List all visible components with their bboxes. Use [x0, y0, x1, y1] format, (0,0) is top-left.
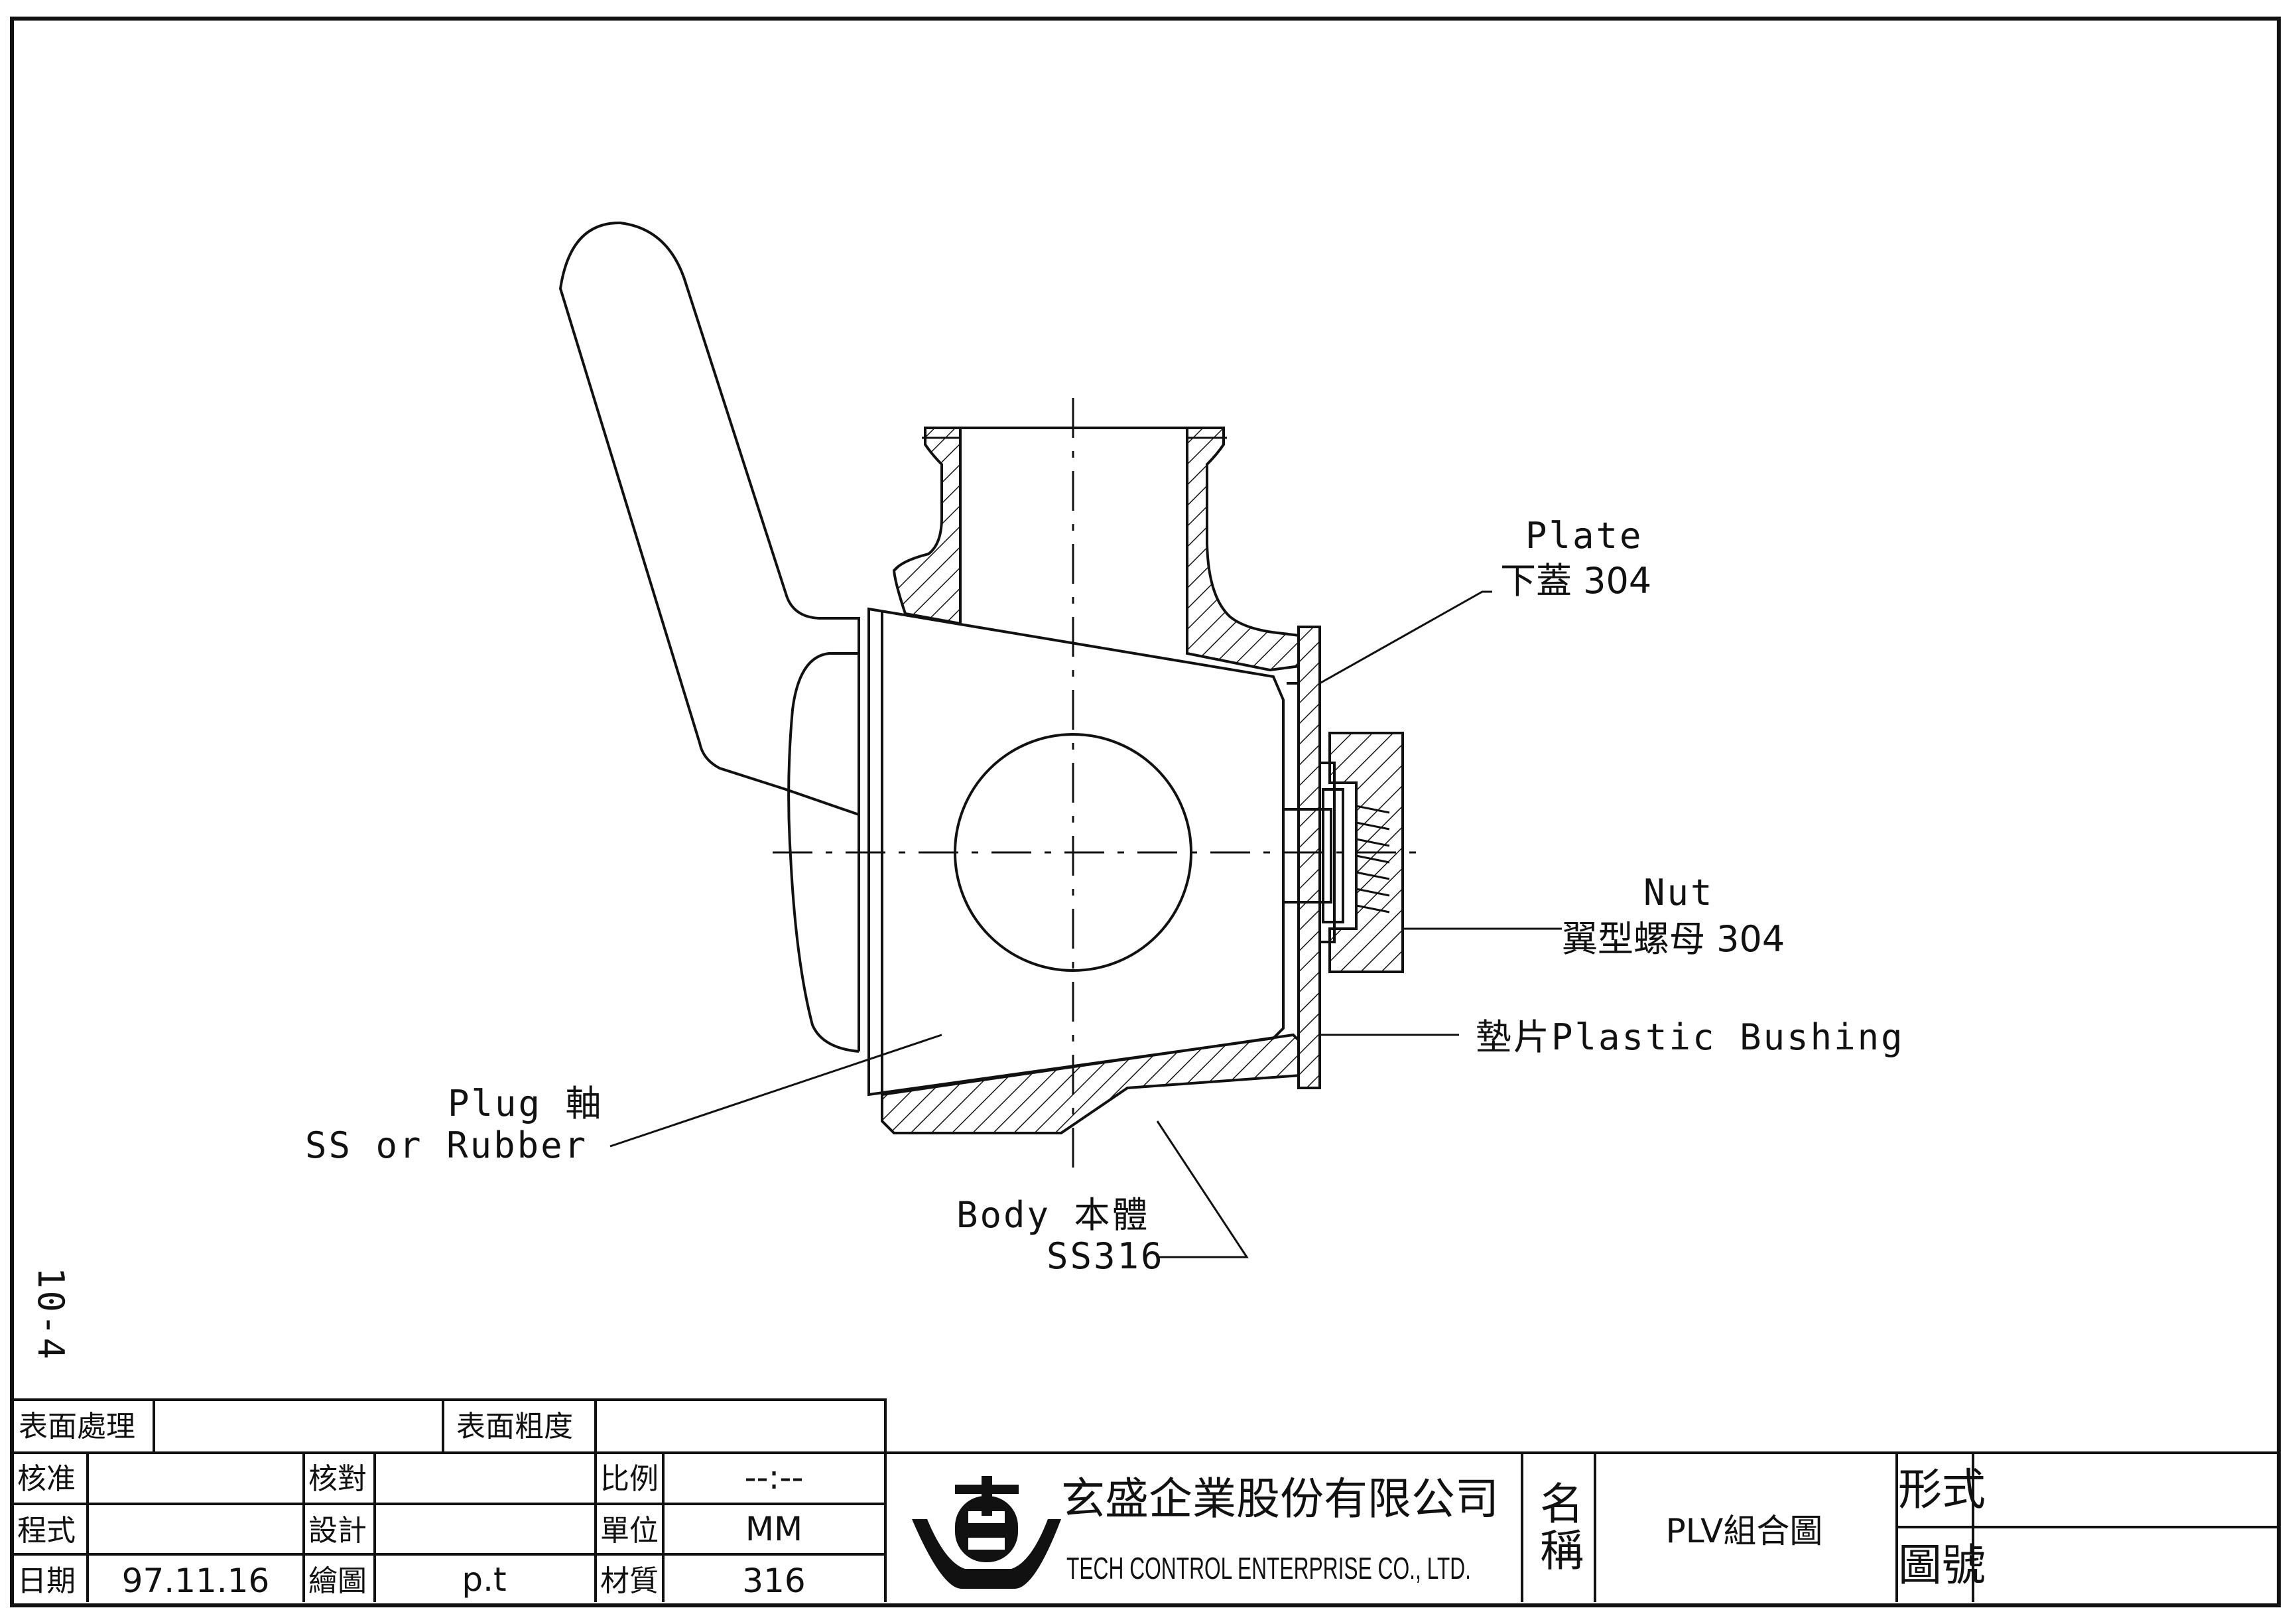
approve-label: 核准 [17, 1462, 76, 1496]
company-name-cn: 玄盛企業股份有限公司 [1061, 1473, 1499, 1524]
date-label: 日期 [17, 1564, 76, 1598]
title-block: 表面處理 表面粗度 核准 核對 比例 --:-- 程式 設計 單位 MM 日期 … [12, 1398, 2279, 1602]
plug-body [867, 607, 1285, 1097]
leader-lines [609, 590, 1562, 1258]
material-label: 材質 [600, 1564, 659, 1598]
surface-roughness-label: 表面粗度 [456, 1410, 573, 1444]
company-logo [912, 1476, 1061, 1589]
drawing-no-label: 圖號 [1898, 1540, 1986, 1591]
plate-label-cn: 下蓋 304 [1500, 560, 1651, 602]
handle-lever [558, 221, 860, 817]
material-value: 316 [742, 1562, 805, 1600]
name-label-1: 名 [1540, 1479, 1584, 1530]
inlet-pipe-right-wall [1186, 427, 1311, 672]
scale-value: --:-- [744, 1458, 803, 1497]
plug-cap [787, 652, 860, 1053]
body-label-line1: Body 本體 [956, 1194, 1150, 1236]
date-value: 97.11.16 [122, 1562, 270, 1600]
plate-label-en: Plate [1525, 515, 1643, 557]
body-label-line2: SS316 [1047, 1235, 1165, 1277]
drawn-value: p.t [462, 1560, 506, 1599]
company-name-en: TECH CONTROL ENTERPRISE CO., LTD. [1066, 1551, 1471, 1585]
surface-treatment-label: 表面處理 [19, 1410, 135, 1444]
sheet-border [10, 17, 2281, 1607]
scale-label: 比例 [600, 1462, 659, 1496]
check-label: 核對 [308, 1462, 367, 1496]
valve-assembly [558, 221, 1419, 1168]
design-label: 設計 [308, 1514, 367, 1548]
plug-label-line1: Plug 軸 [448, 1083, 604, 1124]
process-label: 程式 [17, 1514, 76, 1548]
bushing-label: 墊片Plastic Bushing [1476, 1016, 1905, 1058]
plate [1297, 626, 1321, 1089]
unit-value: MM [745, 1510, 802, 1548]
inlet-pipe-left-wall [892, 427, 962, 626]
nut-label-en: Nut [1643, 872, 1714, 913]
thread [1356, 805, 1390, 913]
drawing-name: PLV組合圖 [1666, 1512, 1823, 1550]
name-label-2: 稱 [1540, 1525, 1584, 1576]
plug-label-line2: SS or Rubber [305, 1124, 588, 1166]
nut-label-cn: 翼型螺母 304 [1562, 918, 1785, 960]
type-label: 形式 [1898, 1464, 1986, 1515]
sheet-number: 10-4 [30, 1267, 72, 1361]
unit-label: 單位 [600, 1514, 659, 1548]
drawn-label: 繪圖 [308, 1564, 367, 1598]
shaft-stub [1282, 808, 1332, 904]
